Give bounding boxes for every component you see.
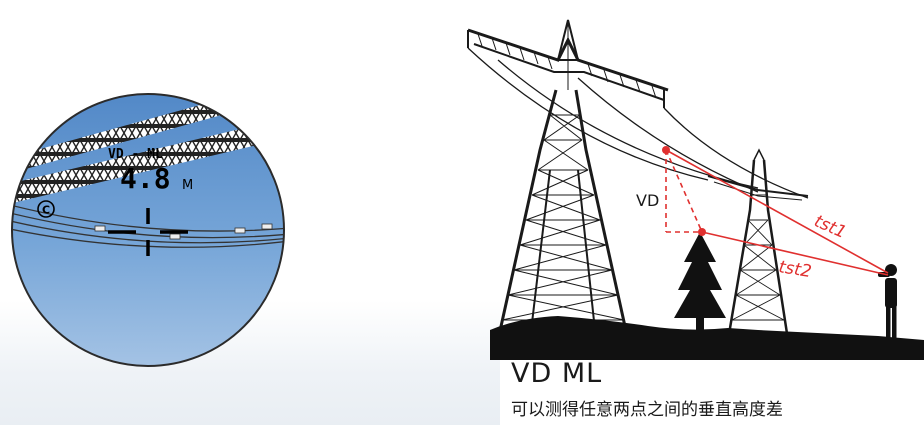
tst1-label: tst1 <box>811 211 849 243</box>
tst2-label: tst2 <box>777 257 813 282</box>
line-insulators <box>94 223 273 240</box>
measurement-diagram: VD tst1 tst2 <box>467 19 924 360</box>
reticle-crosshair <box>108 208 188 256</box>
caption-subtitle: 可以测得任意两点之间的垂直高度差 <box>511 400 783 420</box>
vd-diagonal-line <box>665 149 703 233</box>
caption-title: VD ML <box>511 358 603 389</box>
power-lines <box>12 204 284 248</box>
lower-point <box>698 228 706 236</box>
reading-value: 4.8 <box>120 162 171 195</box>
scope-rim <box>11 93 285 367</box>
tst2-line <box>701 231 889 276</box>
measurement-lines <box>665 149 889 276</box>
vd-label: VD <box>636 191 659 210</box>
small-power-tower <box>707 148 809 341</box>
pine-tree <box>674 232 726 338</box>
mode-badge <box>37 200 55 218</box>
lattice-beam-lower <box>12 110 284 206</box>
large-power-tower <box>467 19 669 341</box>
scope-view: VD - ML 4.8 M C <box>11 93 285 367</box>
mode-label: VD - ML <box>108 147 163 162</box>
mode-badge-letter: C <box>42 204 50 217</box>
conductors <box>467 47 809 199</box>
upper-point <box>662 146 670 154</box>
reading-unit: M <box>182 178 193 193</box>
ground <box>490 316 924 360</box>
tst1-line <box>665 149 889 274</box>
